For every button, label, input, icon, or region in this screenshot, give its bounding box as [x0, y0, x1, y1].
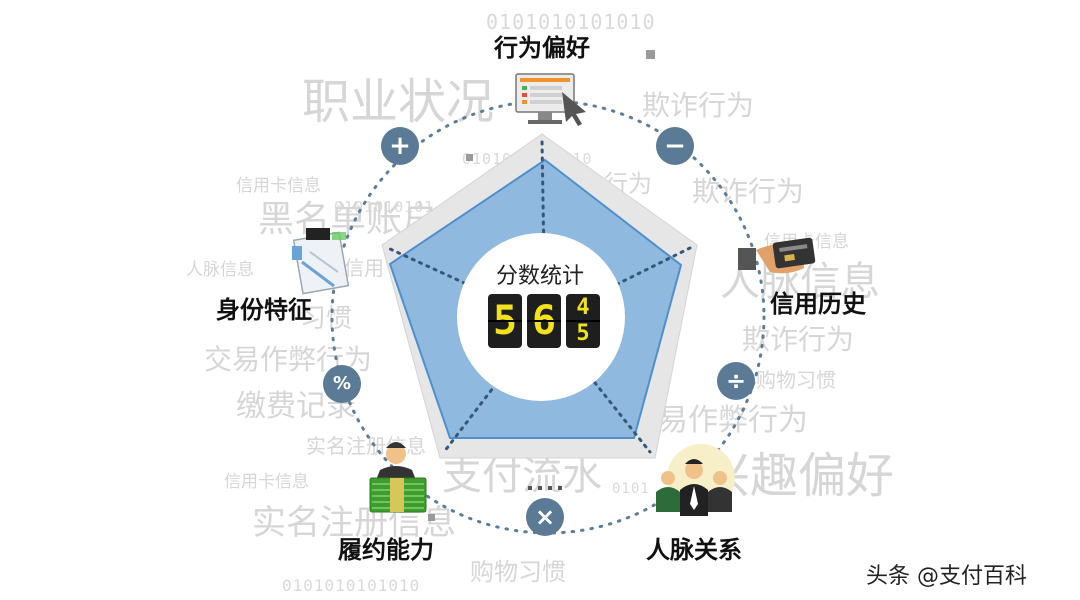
- id-document-icon: [292, 228, 350, 295]
- score-title: 分数统计: [495, 264, 584, 289]
- bg-word: 职业状况: [302, 74, 495, 130]
- binary-string: 0101010101010: [282, 576, 421, 595]
- people-icon: [656, 444, 735, 516]
- decor-square: [466, 154, 473, 161]
- times-icon: ×: [526, 498, 564, 536]
- decor-dots: [528, 486, 562, 490]
- category-label-connections: 人脉关系: [646, 536, 742, 564]
- bg-word: 人脉信息: [186, 260, 254, 280]
- money-icon: [369, 442, 427, 513]
- percent-icon: %: [323, 365, 361, 403]
- category-label-credit-history: 信用历史: [770, 290, 866, 318]
- binary-string: 0101010101010: [486, 10, 656, 34]
- decor-square: [646, 50, 655, 59]
- bg-word: 信用卡信息: [224, 472, 309, 492]
- bg-word: 欺诈行为: [742, 323, 855, 356]
- bg-word: 购物习惯: [756, 368, 836, 392]
- score-digit-top: 4: [576, 295, 590, 320]
- bg-word: 信用: [344, 256, 384, 280]
- bg-word: 欺诈行为: [642, 89, 755, 122]
- credit-card-icon: [738, 237, 816, 274]
- category-label-identity: 身份特征: [216, 296, 312, 324]
- bg-word: 信用卡信息: [236, 176, 321, 196]
- category-label-performance: 履约能力: [338, 536, 434, 564]
- plus-icon: +: [381, 127, 419, 165]
- bg-word: 习惯: [300, 304, 353, 334]
- divide-icon: ÷: [717, 362, 755, 400]
- bg-word: 欺诈行为: [692, 175, 805, 208]
- minus-icon: −: [656, 127, 694, 165]
- score-digit-flipping: 4 5: [566, 294, 600, 348]
- score-digit: 6: [527, 294, 561, 348]
- watermark: 头条 @支付百科: [866, 564, 1027, 589]
- binary-string: 0101: [612, 481, 650, 497]
- category-label-behavior: 行为偏好: [494, 34, 590, 62]
- decor-square: [428, 514, 435, 521]
- monitor-icon: [515, 73, 586, 126]
- bg-word: 支付流水: [442, 453, 602, 499]
- bg-word: 购物习惯: [470, 558, 566, 586]
- score-digit-bottom: 5: [576, 321, 590, 346]
- score-digit: 5: [488, 294, 522, 348]
